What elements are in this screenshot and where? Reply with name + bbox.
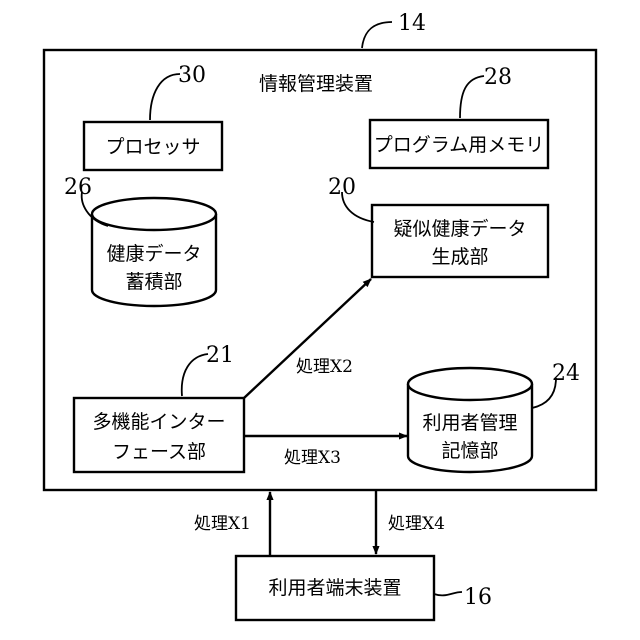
terminal-ref-number: 16 <box>464 585 492 610</box>
user-memory-line2: 記憶部 <box>441 440 498 462</box>
processor-ref-number: 30 <box>178 63 206 88</box>
program-memory-ref-number: 28 <box>484 65 512 90</box>
terminal-ref-leader <box>434 592 462 595</box>
health-data-storage: 健康データ 蓄積部 <box>92 198 216 306</box>
user-memory-line1: 利用者管理 <box>422 412 517 434</box>
user-memory-ref-number: 24 <box>552 361 580 386</box>
device-title: 情報管理装置 <box>259 73 373 95</box>
processor-label: プロセッサ <box>105 136 200 158</box>
health-data-storage-line1: 健康データ <box>106 243 201 265</box>
user-management-memory: 利用者管理 記憶部 <box>408 368 532 472</box>
user-terminal-label: 利用者端末装置 <box>268 577 401 599</box>
pseudo-generator-line1: 疑似健康データ <box>393 218 526 240</box>
pseudo-generator-line2: 生成部 <box>431 246 488 268</box>
process-x3-label: 処理X3 <box>284 448 341 468</box>
interface-ref-number: 21 <box>206 343 234 368</box>
program-memory-label: プログラム用メモリ <box>374 134 544 156</box>
interface-line2: フェース部 <box>112 441 206 463</box>
process-x2-label: 処理X2 <box>296 357 353 377</box>
health-data-storage-line2: 蓄積部 <box>125 271 182 293</box>
device-ref-number: 14 <box>398 11 426 36</box>
device-ref-leader <box>362 22 392 48</box>
interface-line1: 多機能インター <box>92 411 225 433</box>
process-x4-label: 処理X4 <box>388 514 445 534</box>
process-x1-label: 処理X1 <box>194 514 251 534</box>
health-storage-ref-number: 26 <box>64 175 92 200</box>
pseudo-generator-ref-number: 20 <box>328 175 356 200</box>
